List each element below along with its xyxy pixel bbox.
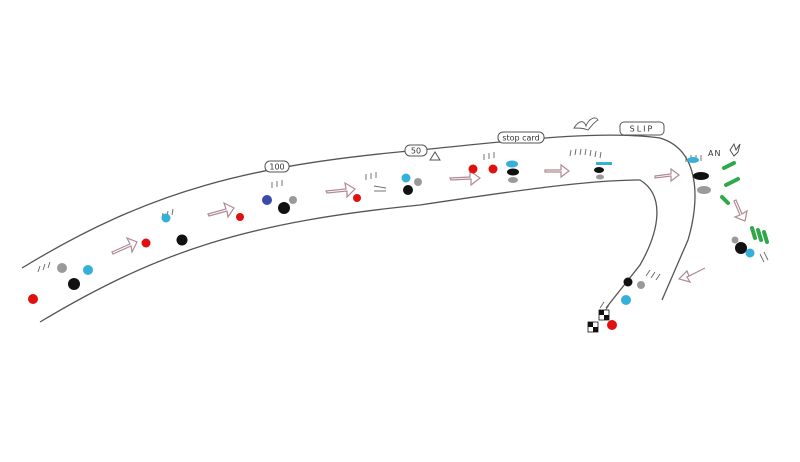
antenna-icon: [729, 142, 741, 157]
direction-arrow: [677, 267, 706, 283]
sign-50-text: 50: [411, 147, 421, 156]
black-marker: [176, 234, 188, 246]
black-marker: [403, 185, 413, 195]
black-marker: [594, 167, 604, 173]
motion-lines: [37, 148, 769, 312]
black-marker: [68, 278, 80, 290]
blue-marker: [83, 265, 93, 275]
red-marker: [28, 294, 38, 304]
red-marker: [468, 164, 478, 174]
black-marker: [693, 172, 709, 180]
sign-stop-card: stop card: [497, 131, 545, 144]
black-marker: [735, 242, 747, 254]
blue-marker: [745, 248, 755, 258]
sign-slip: SLIP: [619, 121, 665, 136]
direction-arrows: [111, 163, 748, 283]
gray-marker: [289, 196, 297, 204]
gray-marker: [697, 186, 711, 194]
track-outer-edge: [21, 134, 696, 301]
direction-arrow: [449, 169, 482, 187]
dark-blue-marker: [262, 195, 272, 205]
warning-triangle-icon: [429, 151, 441, 161]
blue-marker: [621, 295, 631, 305]
gray-marker: [57, 263, 67, 273]
blue-marker: [161, 213, 171, 223]
bird-icon: [573, 117, 599, 131]
checkered-flag-icon: [598, 309, 610, 321]
green-marker: [762, 230, 769, 244]
gray-marker: [637, 281, 645, 289]
direction-arrow: [544, 163, 570, 179]
gray-marker: [414, 178, 422, 186]
direction-arrow: [654, 167, 680, 183]
gray-marker: [596, 174, 604, 180]
direction-arrow: [733, 199, 748, 222]
red-marker: [236, 213, 244, 221]
direction-arrow: [111, 236, 138, 255]
checkered-flag-icon: [587, 321, 599, 333]
sign-100: 100: [264, 160, 290, 173]
green-marker: [756, 228, 763, 242]
gray-marker: [731, 236, 739, 244]
gray-marker: [508, 177, 518, 183]
blue-bar: [596, 162, 612, 165]
green-marker: [724, 177, 740, 187]
markers: [28, 151, 769, 333]
black-marker: [278, 202, 290, 214]
annotation-text: AN: [708, 149, 721, 158]
red-marker: [141, 238, 151, 248]
green-marker: [720, 195, 730, 205]
sign-slip-text: SLIP: [630, 125, 655, 134]
blue-marker: [506, 160, 518, 168]
green-marker: [722, 161, 736, 170]
track: [21, 134, 696, 323]
red-marker: [353, 194, 361, 202]
sign-50: 50: [404, 144, 428, 157]
black-marker: [507, 168, 519, 176]
blue-marker: [687, 157, 699, 163]
direction-arrow: [207, 201, 235, 219]
black-marker: [623, 277, 633, 287]
blue-marker: [401, 173, 411, 183]
red-marker: [607, 320, 617, 330]
green-marker: [750, 226, 757, 240]
sign-100-text: 100: [269, 163, 284, 172]
sign-stop-card-text: stop card: [502, 134, 539, 143]
track-inner-edge: [39, 179, 658, 323]
red-marker: [488, 164, 498, 174]
direction-arrow: [325, 181, 356, 199]
